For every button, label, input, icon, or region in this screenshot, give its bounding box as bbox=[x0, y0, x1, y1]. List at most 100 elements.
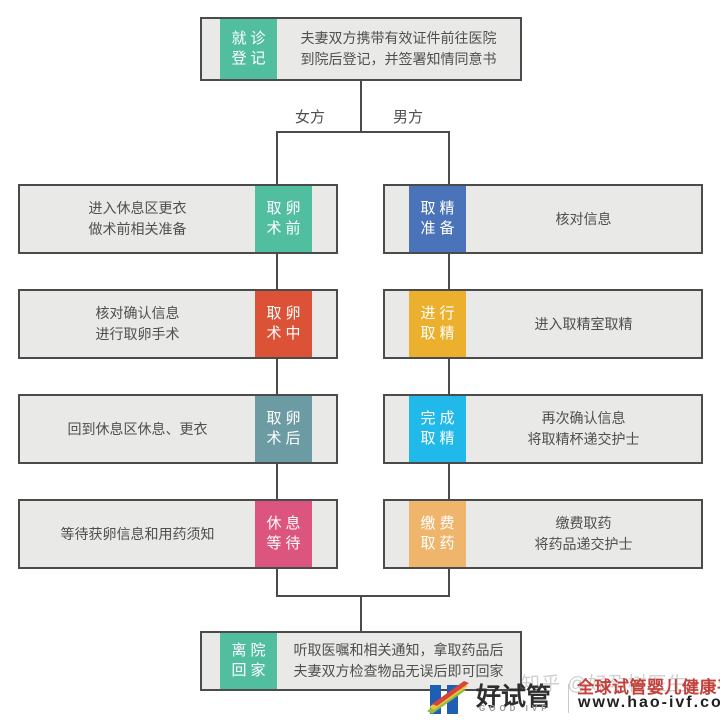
node-label-line: 回家 bbox=[231, 662, 270, 679]
node-egg-post-op: 回到休息区休息、更衣 取卵 术后 bbox=[18, 394, 338, 464]
node-description: 进入休息区更衣 做术前相关准备 bbox=[20, 186, 255, 252]
spacer bbox=[202, 633, 220, 689]
node-label: 进行 取精 bbox=[409, 291, 466, 357]
node-description: 进入取精室取精 bbox=[466, 291, 701, 357]
node-label-line: 完成 bbox=[420, 410, 459, 427]
good-ivf-logo-icon bbox=[427, 680, 473, 720]
node-label: 休息 等待 bbox=[255, 501, 312, 567]
node-egg-pre-op: 进入休息区更衣 做术前相关准备 取卵 术前 bbox=[18, 184, 338, 254]
node-pay-medicine: 缴费 取药 缴费取药 将药品递交护士 bbox=[383, 499, 703, 569]
description-line: 夫妻双方携带有效证件前往医院 bbox=[300, 30, 497, 46]
description-line: 进入取精室取精 bbox=[534, 315, 633, 332]
connector-line bbox=[276, 569, 278, 595]
node-label: 取卵 术中 bbox=[255, 291, 312, 357]
description-line: 进入休息区更衣 bbox=[88, 200, 187, 216]
node-label: 完成 取精 bbox=[409, 396, 466, 462]
spacer bbox=[385, 291, 409, 357]
brand-url[interactable]: www.hao-ivf.com bbox=[578, 694, 720, 711]
description-line: 夫妻双方检查物品无误后即可回家 bbox=[293, 663, 504, 679]
branch-label-male: 男方 bbox=[393, 109, 424, 126]
connector-line bbox=[448, 133, 450, 184]
node-description: 缴费取药 将药品递交护士 bbox=[466, 501, 701, 567]
description-line: 缴费取药 bbox=[555, 515, 612, 531]
brand-tagline: 全球试管婴儿健康平台 bbox=[577, 678, 720, 697]
connector-line bbox=[276, 254, 278, 289]
zhihu-watermark: 知乎 @好孕树医生 bbox=[521, 674, 688, 695]
node-label: 就诊 登记 bbox=[220, 19, 277, 79]
node-label-line: 取精 bbox=[420, 200, 459, 217]
node-label-line: 术前 bbox=[266, 220, 305, 237]
spacer bbox=[385, 396, 409, 462]
connector-line bbox=[448, 359, 450, 394]
node-label: 取卵 术后 bbox=[255, 396, 312, 462]
node-label-line: 就诊 bbox=[231, 30, 270, 47]
node-label-line: 离院 bbox=[231, 642, 270, 659]
node-label-line: 取卵 bbox=[266, 200, 305, 217]
connector-line bbox=[448, 464, 450, 499]
node-label-line: 术后 bbox=[266, 430, 305, 447]
description-line: 进行取卵手术 bbox=[95, 326, 180, 342]
node-label: 缴费 取药 bbox=[409, 501, 466, 567]
spacer bbox=[312, 186, 336, 252]
connector-line bbox=[448, 569, 450, 595]
spacer bbox=[385, 186, 409, 252]
node-label: 取精 准备 bbox=[409, 186, 466, 252]
node-label-line: 等待 bbox=[266, 535, 305, 552]
connector-line bbox=[360, 597, 362, 631]
description-line: 等待获卵信息和用药须知 bbox=[60, 525, 215, 542]
node-leave-home: 离院 回家 听取医嘱和相关通知，拿取药品后 夫妻双方检查物品无误后即可回家 bbox=[200, 631, 522, 691]
spacer bbox=[312, 291, 336, 357]
node-sperm-done: 完成 取精 再次确认信息 将取精杯递交护士 bbox=[383, 394, 703, 464]
node-label-line: 缴费 bbox=[420, 515, 459, 532]
node-description: 核对确认信息 进行取卵手术 bbox=[20, 291, 255, 357]
node-egg-in-op: 核对确认信息 进行取卵手术 取卵 术中 bbox=[18, 289, 338, 359]
spacer bbox=[202, 19, 220, 79]
description-line: 核对信息 bbox=[555, 210, 612, 227]
description-line: 做术前相关准备 bbox=[88, 221, 187, 237]
node-label-line: 取药 bbox=[420, 535, 459, 552]
node-label-line: 取精 bbox=[420, 430, 459, 447]
node-label-line: 登记 bbox=[231, 50, 270, 67]
node-description: 等待获卵信息和用药须知 bbox=[20, 501, 255, 567]
connector-line bbox=[448, 254, 450, 289]
description-line: 将取精杯递交护士 bbox=[527, 431, 640, 447]
footer-divider bbox=[568, 684, 569, 713]
node-label-line: 休息 bbox=[266, 515, 305, 532]
node-label: 离院 回家 bbox=[220, 633, 277, 689]
node-label-line: 取精 bbox=[420, 325, 459, 342]
description-line: 听取医嘱和相关通知，拿取药品后 bbox=[293, 642, 504, 658]
spacer bbox=[312, 396, 336, 462]
node-register: 就诊 登记 夫妻双方携带有效证件前往医院 到院后登记，并签署知情同意书 bbox=[200, 17, 522, 81]
connector-line bbox=[276, 464, 278, 499]
spacer bbox=[312, 501, 336, 567]
description-line: 回到休息区休息、更衣 bbox=[67, 420, 208, 437]
node-rest-wait: 等待获卵信息和用药须知 休息 等待 bbox=[18, 499, 338, 569]
description-line: 到院后登记，并签署知情同意书 bbox=[300, 51, 497, 67]
node-description: 夫妻双方携带有效证件前往医院 到院后登记，并签署知情同意书 bbox=[277, 19, 520, 79]
connector-line bbox=[276, 133, 278, 184]
node-sperm-prep: 取精 准备 核对信息 bbox=[383, 184, 703, 254]
node-sperm-collect: 进行 取精 进入取精室取精 bbox=[383, 289, 703, 359]
node-description: 听取医嘱和相关通知，拿取药品后 夫妻双方检查物品无误后即可回家 bbox=[277, 633, 520, 689]
brand-name-en: GOOD IVF bbox=[479, 704, 551, 713]
logo-svg bbox=[427, 681, 469, 714]
branch-label-female: 女方 bbox=[295, 109, 326, 126]
description-line: 核对确认信息 bbox=[95, 305, 180, 321]
node-description: 再次确认信息 将取精杯递交护士 bbox=[466, 396, 701, 462]
description-line: 将药品递交护士 bbox=[534, 536, 633, 552]
connector-line bbox=[276, 595, 450, 597]
node-label-line: 取卵 bbox=[266, 305, 305, 322]
node-label: 取卵 术前 bbox=[255, 186, 312, 252]
connector-line bbox=[360, 81, 362, 131]
node-label-line: 进行 bbox=[420, 305, 459, 322]
node-label-line: 取卵 bbox=[266, 410, 305, 427]
description-line: 再次确认信息 bbox=[541, 410, 626, 426]
connector-line bbox=[276, 359, 278, 394]
node-label-line: 术中 bbox=[266, 325, 305, 342]
connector-line bbox=[276, 131, 450, 133]
spacer bbox=[385, 501, 409, 567]
node-description: 回到休息区休息、更衣 bbox=[20, 396, 255, 462]
node-label-line: 准备 bbox=[420, 220, 459, 237]
node-description: 核对信息 bbox=[466, 186, 701, 252]
